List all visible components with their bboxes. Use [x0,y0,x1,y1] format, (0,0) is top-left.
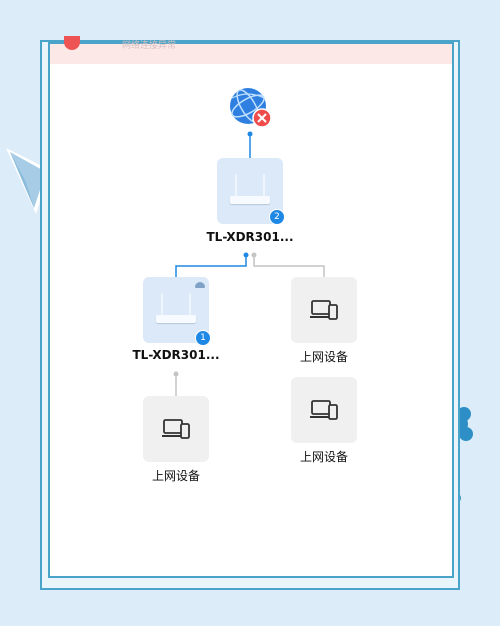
main-router-name: TL-XDR301... [206,230,294,244]
alert-banner[interactable] [50,44,452,64]
device-node[interactable] [291,377,357,443]
device-label: 上网设备 [299,350,348,364]
paper-plane-decoration [6,148,50,214]
main-router-node[interactable]: 2 [217,158,285,225]
sub-router-name: TL-XDR301... [132,348,220,362]
router-antenna [189,293,191,315]
router-icon [156,315,196,323]
device-node[interactable] [143,396,209,462]
mesh-icon [195,282,205,288]
device-icon [162,419,190,439]
internet-node[interactable] [226,84,274,132]
device-icon [310,400,338,420]
router-antenna [263,174,265,196]
disconnected-x-icon [252,108,272,128]
topology-panel [48,42,454,578]
sub-router-badge: 1 [195,330,211,346]
device-icon [310,300,338,320]
router-icon [230,196,270,204]
alert-icon [64,36,80,50]
router-antenna [235,174,237,196]
device-label: 上网设备 [151,469,200,483]
device-node[interactable] [291,277,357,343]
device-label: 上网设备 [299,450,348,464]
router-antenna [161,293,163,315]
sub-router-node[interactable]: 1 [143,277,211,346]
alert-text: 网络连接异常 [122,41,177,51]
main-router-badge: 2 [269,209,285,225]
